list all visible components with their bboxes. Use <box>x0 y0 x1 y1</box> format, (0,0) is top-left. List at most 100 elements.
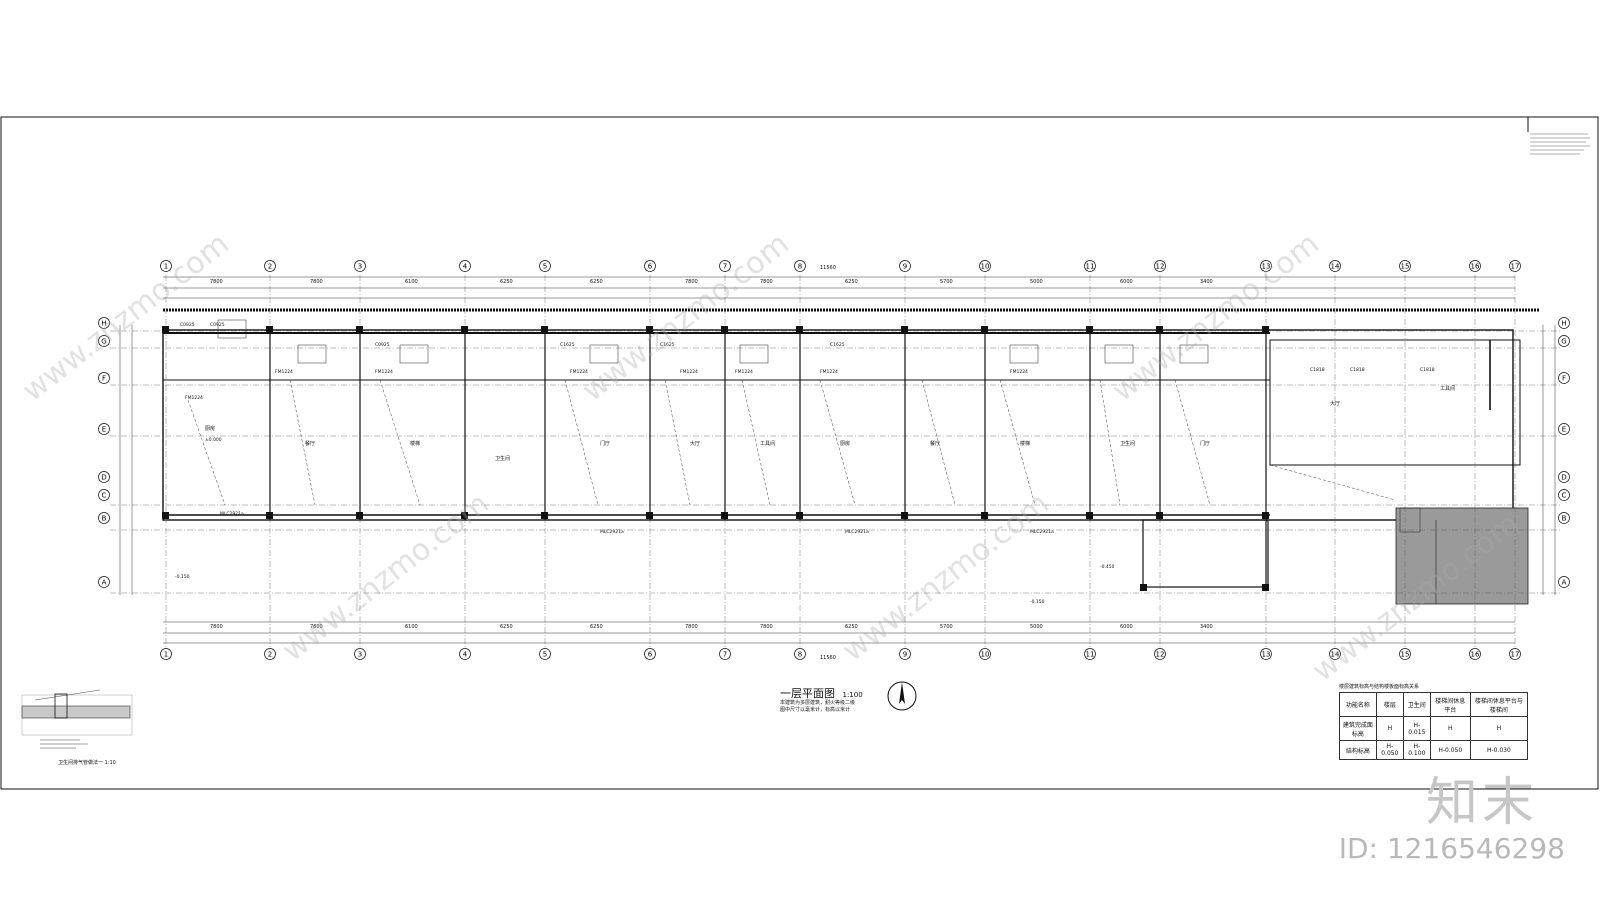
dimension-label: 6250 <box>590 279 603 285</box>
axis-bubble-top-label: 5 <box>543 263 547 271</box>
window-tag: C1625 <box>660 343 675 348</box>
axis-bubble-bottom: 3 <box>354 648 366 660</box>
axis-bubble-left-label: D <box>101 474 106 482</box>
room-label: 工具间 <box>1440 386 1456 392</box>
table-header-row: 功能名称 楼层 卫生间 楼梯间休息平台 楼梯间休息平台与楼梯间 <box>1339 691 1529 718</box>
table-header-cell: 卫生间 <box>1402 691 1431 718</box>
axis-bubble-bottom: 6 <box>644 648 656 660</box>
level-mark: -0.150 <box>175 575 190 580</box>
door-tag: MLC2921a <box>845 530 869 535</box>
dimension-label: 6250 <box>500 624 513 630</box>
axis-bubble-right-label: E <box>1562 426 1566 434</box>
elevation-table-title: 楼层建筑标高与结构楼板面标高关系 <box>1339 684 1420 690</box>
axis-bubble-top: 14 <box>1329 260 1341 272</box>
room-diagonals <box>187 379 1396 506</box>
detail-caption: 卫生间排气管做法一 1:10 <box>58 760 116 766</box>
dimension-label: 7800 <box>210 624 223 630</box>
axis-bubble-right: B <box>1558 512 1570 524</box>
axis-bubble-bottom-label: 15 <box>1401 651 1410 659</box>
dimension-label: 3400 <box>1200 624 1213 630</box>
building-walls <box>162 308 1540 588</box>
axis-bubble-top: 2 <box>264 260 276 272</box>
plan-note-line: 本建筑为多层建筑，耐火等级二级 <box>780 700 856 706</box>
axis-bubble-top: 16 <box>1469 260 1481 272</box>
door-tag: FM1224 <box>185 396 203 401</box>
room-label: 卫生间 <box>495 456 511 462</box>
door-tag: FM1224 <box>680 370 698 375</box>
axis-bubble-bottom: 4 <box>459 648 471 660</box>
plan-scale: 1:100 <box>842 691 863 699</box>
table-cell: 建筑完成面标高 <box>1339 716 1377 742</box>
structural-columns <box>162 326 1269 591</box>
axis-bubble-left-label: C <box>102 492 107 500</box>
axis-bubble-right: D <box>1558 471 1570 483</box>
door-tag: FM1224 <box>1010 370 1028 375</box>
room-label: 餐厅 <box>930 441 941 447</box>
room-label: 门厅 <box>1200 441 1211 447</box>
dimension-label: 7800 <box>210 279 223 285</box>
room-partitions <box>269 333 1267 590</box>
dimension-label: 6000 <box>1120 279 1133 285</box>
axis-bubble-bottom: 12 <box>1154 648 1166 660</box>
axis-bubble-top-label: 6 <box>648 263 653 271</box>
axis-bubble-bottom-label: 5 <box>543 651 547 659</box>
table-cell: H <box>1469 716 1529 742</box>
axis-bubble-top-label: 14 <box>1331 263 1340 271</box>
dimension-label: 5700 <box>940 624 953 630</box>
axis-bubble-left-label: A <box>102 579 107 587</box>
table-header-cell: 功能名称 <box>1339 691 1377 718</box>
dimension-label: 7800 <box>760 624 773 630</box>
dimension-label: 6250 <box>500 279 513 285</box>
axis-bubble-top-label: 7 <box>723 263 727 271</box>
axis-bubble-bottom: 5 <box>539 648 551 660</box>
dimension-label: 5700 <box>940 279 953 285</box>
axis-bubble-right-label: C <box>1562 492 1567 500</box>
axis-bubble-left: F <box>98 372 110 384</box>
sheet-border <box>0 116 1599 790</box>
room-label: 大厅 <box>1330 401 1341 407</box>
axis-bubble-bottom-label: 16 <box>1471 651 1480 659</box>
axis-bubble-right-label: G <box>1561 338 1566 346</box>
dimension-label: 6250 <box>590 624 603 630</box>
axis-bubble-top-label: 13 <box>1262 263 1271 271</box>
axis-bubble-top: 5 <box>539 260 551 272</box>
dimension-label: 7800 <box>685 624 698 630</box>
window-tag: C1818 <box>1350 368 1365 373</box>
table-row: 建筑完成面标高 H H-0.015 H H <box>1339 716 1529 742</box>
door-tag: FM1224 <box>275 370 293 375</box>
watermark-logo: 知末 <box>1425 773 1538 833</box>
room-label: 楼梯 <box>410 441 421 447</box>
dimension-label: 6100 <box>405 624 418 630</box>
axis-bubble-bottom-label: 3 <box>358 651 362 659</box>
level-mark: -0.450 <box>1100 565 1115 570</box>
table-cell: H <box>1375 716 1404 742</box>
table-cell: H-0.015 <box>1402 716 1431 742</box>
axis-bubble-right: F <box>1558 372 1570 384</box>
axis-bubble-top: 6 <box>644 260 656 272</box>
axis-bubble-bottom: 1 <box>160 648 172 660</box>
table-header-cell: 楼层 <box>1375 691 1404 718</box>
axis-bubble-left: C <box>98 489 110 501</box>
level-mark: -0.150 <box>1030 600 1045 605</box>
room-label: 餐厅 <box>305 441 316 447</box>
axis-bubble-bottom-label: 9 <box>903 651 907 659</box>
watermark-id: ID: 1216546298 <box>1338 832 1565 865</box>
door-tag: MLC2921a <box>1030 530 1054 535</box>
axis-bubble-bottom: 15 <box>1399 648 1411 660</box>
dimension-label: 6000 <box>1120 624 1133 630</box>
door-tag: MLC2921a <box>220 512 244 517</box>
axis-bubble-bottom: 10 <box>979 648 991 660</box>
axis-bubble-left-label: F <box>102 375 106 383</box>
dimension-label: 6250 <box>845 279 858 285</box>
axis-bubble-top: 8 <box>794 260 806 272</box>
dimension-label: 5000 <box>1030 279 1043 285</box>
axis-bubble-bottom-label: 8 <box>798 651 802 659</box>
axis-bubble-top-label: 4 <box>463 263 468 271</box>
dimension-label: 6250 <box>845 624 858 630</box>
axis-bubble-bottom-label: 11 <box>1086 651 1095 659</box>
room-label: 门厅 <box>600 441 611 447</box>
